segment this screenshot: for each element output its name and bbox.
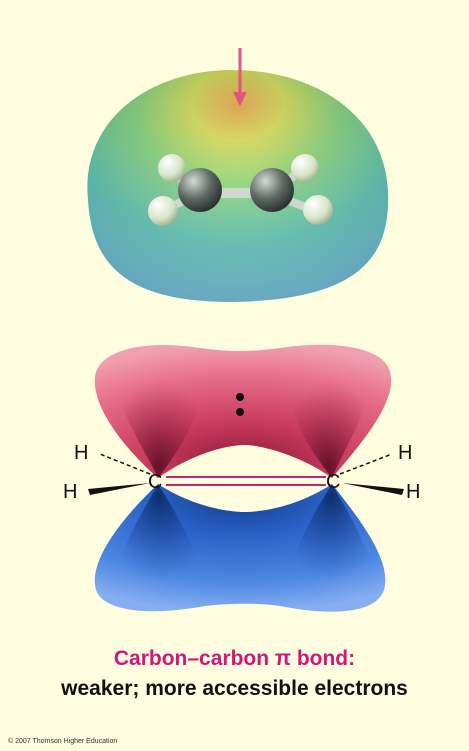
- atom-label-c: C: [326, 471, 340, 493]
- hydrogen-atom-sphere: [303, 195, 333, 225]
- caption-subtitle: weaker; more accessible electrons: [0, 677, 469, 701]
- caption-title: Carbon–carbon π bond:: [0, 647, 469, 671]
- carbon-atom-sphere: [178, 168, 222, 212]
- electrostatic-potential-map: [87, 48, 388, 302]
- atom-label-h: H: [63, 481, 77, 503]
- atom-label-h: H: [74, 442, 88, 464]
- atom-label-c: C: [148, 471, 162, 493]
- atom-label-h: H: [406, 481, 420, 503]
- atom-label-h: H: [398, 442, 412, 464]
- electron-dot: [236, 393, 244, 401]
- wedge-bond-left: [88, 483, 150, 495]
- electron-dot: [236, 408, 244, 416]
- carbon-atom-sphere: [250, 168, 294, 212]
- pi-bond-orbital-diagram: H H C C H H: [63, 345, 420, 612]
- hydrogen-atom-sphere: [291, 154, 319, 182]
- copyright-notice: © 2007 Thomson Higher Education: [8, 738, 117, 745]
- wedge-bond-right: [342, 483, 404, 495]
- potential-surface-shade: [87, 70, 388, 302]
- hydrogen-atom-sphere: [148, 196, 178, 226]
